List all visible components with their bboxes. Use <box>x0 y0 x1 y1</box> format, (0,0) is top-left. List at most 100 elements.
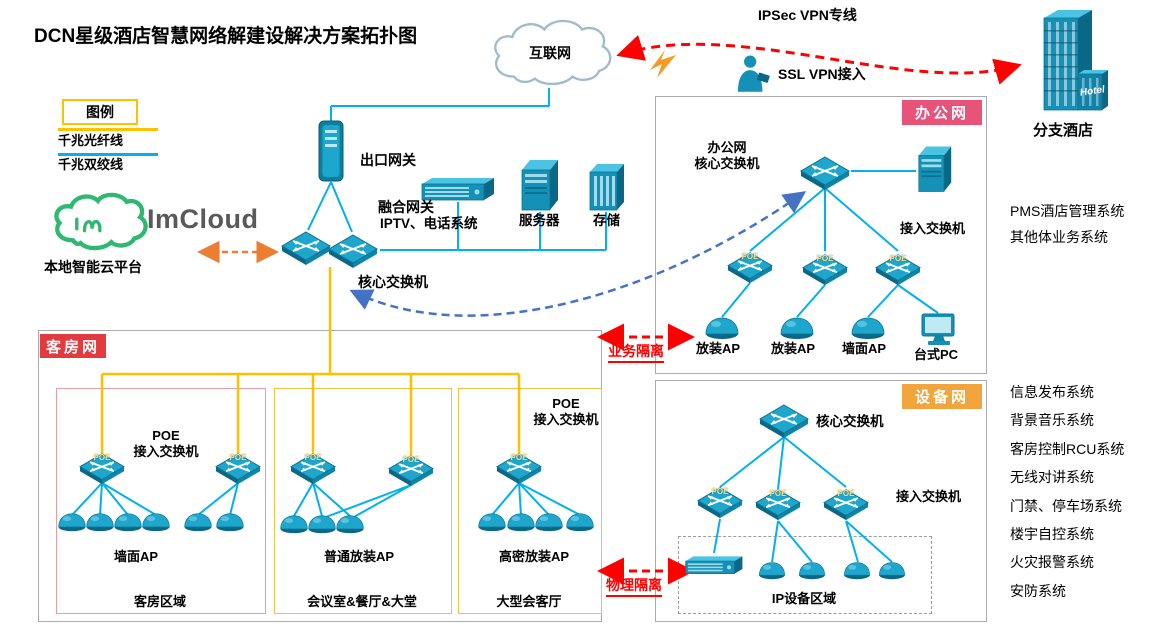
server-label: 服务器 <box>519 213 560 228</box>
poe-tag: POE <box>402 455 420 464</box>
ip-device-area-label: IP设备区域 <box>771 591 837 606</box>
storage-label: 存储 <box>593 213 620 228</box>
ssl-vpn-label: SSL VPN接入 <box>778 66 866 82</box>
poe-switch-label-area1: POE 接入交换机 <box>133 428 199 459</box>
business-systems-top: PMS酒店管理系统 其他体业务系统 <box>1010 198 1124 250</box>
room-poe-switch-icon: POE <box>78 452 126 485</box>
office-ap-icon <box>779 316 815 340</box>
ip-device-icon <box>842 561 872 580</box>
office-ap-icon <box>850 316 886 340</box>
room-ap2-label: 普通放装AP <box>324 549 395 564</box>
device-access-switch-icon: POE <box>696 486 744 519</box>
local-cloud-label: 本地智能云平台 <box>44 259 142 275</box>
room-poe-switch-icon: POE <box>495 452 543 485</box>
poe-tag: POE <box>837 489 855 498</box>
internet-label: 互联网 <box>529 45 571 61</box>
area1-name: 客房区域 <box>133 594 186 609</box>
wall-ap-icon <box>140 512 172 532</box>
poe-switch-label-area3: POE 接入交换机 <box>533 396 599 427</box>
iptv-phone-label: IPTV、电话系统 <box>380 216 478 231</box>
system-item: 门禁、停车场系统 <box>1010 497 1122 514</box>
imcloud-wordmark: ImCloud <box>147 204 259 234</box>
guestroom-network-tag: 客房网 <box>40 334 106 358</box>
ipsec-vpn-label: IPSec VPN专线 <box>758 7 857 23</box>
legend-title: 图例 <box>62 99 138 125</box>
area2-name: 会议室&餐厅&大堂 <box>307 594 417 609</box>
high-density-ap-icon <box>533 512 565 532</box>
ssl-user-icon <box>736 54 770 92</box>
office-ap1-label: 放装AP <box>696 341 741 356</box>
office-access-switch-label: 接入交换机 <box>900 221 966 236</box>
page-title: DCN星级酒店智慧网络解建设解决方案拓扑图 <box>34 26 418 47</box>
poe-tag: POE <box>889 254 907 263</box>
legend-fiber-swatch <box>58 128 158 131</box>
poe-tag: POE <box>741 252 759 261</box>
ip-device-rack-icon <box>684 552 744 578</box>
weak-current-systems-list: 信息发布系统 背景音乐系统 客房控制RCU系统 无线对讲系统 门禁、停车场系统 … <box>1010 378 1124 605</box>
room-ap3-label: 高密放装AP <box>499 549 570 564</box>
system-item: 无线对讲系统 <box>1010 469 1094 486</box>
high-density-ap-icon <box>476 512 508 532</box>
meeting-area-box <box>274 388 452 614</box>
exit-gateway-label: 出口网关 <box>360 152 416 168</box>
office-poe-switch-icon: POE <box>726 251 774 284</box>
device-access-switch-label: 接入交换机 <box>896 489 962 504</box>
server-icon <box>520 158 560 212</box>
system-item: 其他体业务系统 <box>1010 229 1108 245</box>
converged-gateway-label: 融合网关 <box>378 199 434 215</box>
system-item: 安防系统 <box>1010 582 1066 599</box>
wall-ap-icon <box>214 512 246 532</box>
poe-tag: POE <box>304 453 322 462</box>
lightning-icon <box>650 50 676 78</box>
poe-tag: POE <box>769 489 787 498</box>
device-network-tag: 设备网 <box>902 384 982 409</box>
physical-isolation-label: 物理隔离 <box>606 577 662 597</box>
device-access-switch-icon: POE <box>822 488 870 521</box>
ceiling-ap-icon <box>334 514 366 534</box>
high-density-ap-icon <box>564 512 596 532</box>
poe-tag: POE <box>711 487 729 496</box>
office-network-tag: 办公网 <box>902 100 982 125</box>
exit-gateway-router-icon <box>318 120 344 182</box>
desktop-pc-icon <box>920 312 958 348</box>
device-core-switch-label: 核心交换机 <box>816 414 884 429</box>
device-network-panel <box>655 380 987 622</box>
poe-tag: POE <box>816 254 834 263</box>
room-poe-switch-icon: POE <box>214 452 262 485</box>
room-ap1-label: 墙面AP <box>114 549 159 564</box>
system-item: 客房控制RCU系统 <box>1010 440 1125 457</box>
poe-tag: POE <box>510 453 528 462</box>
ip-device-icon <box>877 561 907 580</box>
core-switch-icon <box>280 230 332 266</box>
system-item: 信息发布系统 <box>1010 384 1094 400</box>
device-core-switch-icon <box>758 403 810 439</box>
office-poe-switch-icon: POE <box>874 253 922 286</box>
legend-copper-swatch <box>58 153 158 156</box>
branch-hotel-building-icon <box>1018 8 1108 120</box>
office-server-icon <box>917 144 953 194</box>
system-item: 背景音乐系统 <box>1010 412 1094 429</box>
storage-icon <box>588 162 626 212</box>
wall-ap-icon <box>182 512 214 532</box>
office-poe-switch-icon: POE <box>801 253 849 286</box>
system-item: 火灾报警系统 <box>1010 554 1094 571</box>
office-ap-icon <box>704 316 740 340</box>
room-poe-switch-icon: POE <box>387 454 435 487</box>
office-core-switch-label: 办公网 核心交换机 <box>694 140 760 171</box>
guestroom-area-box <box>56 388 266 614</box>
legend-copper-label: 千兆双绞线 <box>58 157 124 172</box>
area3-name: 大型会客厅 <box>496 594 562 609</box>
ip-device-icon <box>757 561 787 580</box>
office-ap2-label: 放装AP <box>771 341 816 356</box>
office-core-switch-icon <box>799 155 851 191</box>
ip-device-icon <box>797 561 827 580</box>
hall-area-box <box>458 388 602 614</box>
office-ap3-label: 墙面AP <box>842 341 887 356</box>
business-isolation-label: 业务隔离 <box>608 343 664 363</box>
desktop-pc-label: 台式PC <box>914 347 959 362</box>
core-switch-icon <box>327 233 379 269</box>
poe-tag: POE <box>229 453 247 462</box>
imcloud-logo-icon <box>48 190 148 254</box>
